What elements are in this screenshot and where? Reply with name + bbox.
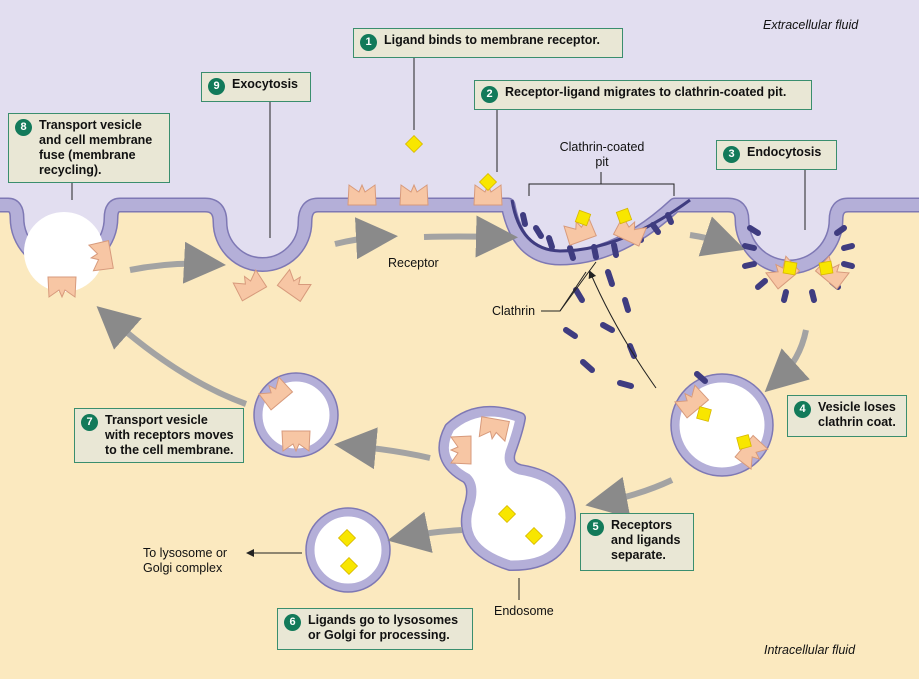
clathrin-label: Clathrin xyxy=(492,304,536,318)
clathrin-vesicle xyxy=(670,373,774,477)
ligand-vesicle xyxy=(305,507,391,593)
step-4-box: 4 Vesicle loses clathrin coat. xyxy=(787,395,907,437)
step-text: Receptor-ligand migrates to clathrin-coa… xyxy=(505,85,787,99)
step-badge: 5 xyxy=(587,519,604,536)
clathrin-pit-label: Clathrin-coated pit xyxy=(559,140,645,169)
step-6-box: 6 Ligands go to lysosomes or Golgi for p… xyxy=(277,608,473,650)
step-3-box: 3 Endocytosis xyxy=(716,140,837,170)
fusing-vesicle xyxy=(24,212,104,292)
endosome-shape xyxy=(438,406,576,572)
intracellular-label: Intracellular fluid xyxy=(764,643,856,657)
step-text: Transport vesicle and cell membrane fuse… xyxy=(39,118,153,177)
step-text: Endocytosis xyxy=(747,145,822,159)
step-text: Vesicle loses clathrin coat. xyxy=(818,400,896,429)
step-badge: 8 xyxy=(15,119,32,136)
step-2-box: 2 Receptor-ligand migrates to clathrin-c… xyxy=(474,80,812,110)
pointer-lines xyxy=(71,58,806,600)
step-badge: 3 xyxy=(723,146,740,163)
process-arrows xyxy=(96,215,810,553)
step-5-box: 5 Receptors and ligands separate. xyxy=(580,513,694,571)
receptor-label: Receptor xyxy=(388,256,439,270)
step-text: Exocytosis xyxy=(232,77,299,91)
step-7-box: 7 Transport vesicle with receptors moves… xyxy=(74,408,244,463)
step-text: Ligand binds to membrane receptor. xyxy=(384,33,601,47)
extracellular-label: Extracellular fluid xyxy=(763,18,859,32)
step-badge: 4 xyxy=(794,401,811,418)
step-8-box: 8 Transport vesicle and cell membrane fu… xyxy=(8,113,170,183)
step-badge: 6 xyxy=(284,614,301,631)
step-9-box: 9 Exocytosis xyxy=(201,72,311,102)
endosome-label: Endosome xyxy=(494,604,554,618)
step-badge: 7 xyxy=(81,414,98,431)
step-badge: 2 xyxy=(481,86,498,103)
lysosome-golgi-label: To lysosome or Golgi complex xyxy=(143,546,228,575)
step-text: Transport vesicle with receptors moves t… xyxy=(105,413,234,457)
step-badge: 9 xyxy=(208,78,225,95)
step-badge: 1 xyxy=(360,34,377,51)
step-text: Ligands go to lysosomes or Golgi for pro… xyxy=(308,613,459,642)
step-1-box: 1 Ligand binds to membrane receptor. xyxy=(353,28,623,58)
step-text: Receptors and ligands separate. xyxy=(611,518,681,562)
